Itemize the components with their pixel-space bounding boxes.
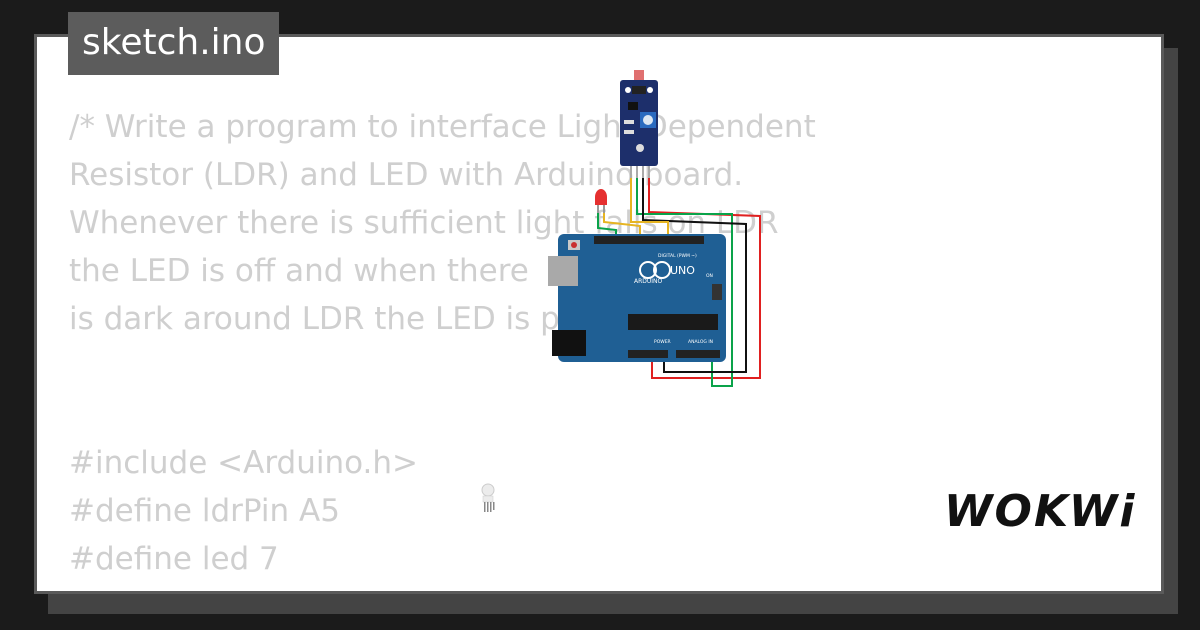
board-model-label: UNO <box>670 264 695 277</box>
small-component[interactable] <box>481 483 495 512</box>
arduino-uno-board[interactable]: UNO ARDUINO DIGITAL (PWM ~) ON POWER ANA… <box>548 234 726 362</box>
code-line: the LED is off and when there <box>69 253 529 289</box>
code-line: #define ldrPin A5 <box>69 493 340 529</box>
code-line: Resistor (LDR) and LED with Arduino boar… <box>69 157 744 193</box>
digital-header-label: DIGITAL (PWM ~) <box>658 253 697 259</box>
wokwi-logo: WOKWi <box>944 486 1137 537</box>
file-tab[interactable]: sketch.ino <box>68 12 280 75</box>
code-line: #define led 7 <box>69 541 279 577</box>
code-line: /* Write a program to interface Light De… <box>69 109 816 145</box>
analog-header-label: ANALOG IN <box>688 339 713 345</box>
wires <box>597 178 761 387</box>
power-led-label: ON <box>706 273 713 279</box>
red-led[interactable] <box>595 189 607 213</box>
ldr-sensor-module[interactable] <box>620 70 658 178</box>
code-line: #include <Arduino.h> <box>69 445 419 481</box>
board-brand-label: ARDUINO <box>634 278 663 285</box>
power-header-label: POWER <box>654 339 671 345</box>
